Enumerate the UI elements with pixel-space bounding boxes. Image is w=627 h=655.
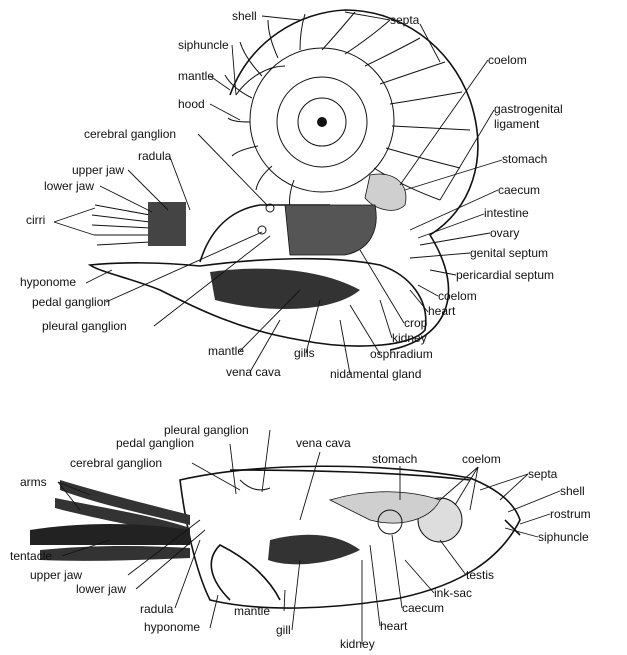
label-crop: crop (404, 316, 428, 330)
cirri-tentacles (91, 204, 151, 246)
label-coelom-top: coelom (488, 53, 527, 67)
label-upper-jaw-bottom: upper jaw (30, 568, 82, 582)
label-shell-bottom: shell (560, 484, 585, 498)
squid-leader-lines (57, 429, 561, 644)
label-siphuncle-bottom: siphuncle (538, 530, 589, 544)
label-arms: arms (20, 475, 47, 489)
nautilus-leader-lines (53, 11, 503, 375)
label-gastrogenital: gastrogenital (494, 102, 563, 116)
label-caecum-top: caecum (498, 183, 540, 197)
label-cerebral-ganglion-top: cerebral ganglion (84, 127, 176, 141)
pedal-ganglion-dot (257, 225, 267, 235)
label-kidney-bottom: kidney (340, 637, 375, 651)
label-stomach-bottom: stomach (372, 452, 417, 466)
shell-whorl-inner (297, 97, 347, 147)
label-ligament: ligament (494, 117, 540, 131)
label-stomach-top: stomach (502, 152, 547, 166)
label-lower-jaw-bottom: lower jaw (76, 582, 126, 596)
label-cerebral-ganglion-bottom: cerebral ganglion (70, 456, 162, 470)
label-lower-jaw-top: lower jaw (44, 179, 94, 193)
gills-organ (210, 268, 360, 310)
squid-body-outline (179, 465, 521, 609)
label-upper-jaw-top: upper jaw (72, 163, 124, 177)
label-pedal-ganglion-top: pedal ganglion (32, 295, 110, 309)
label-septa: septa (390, 13, 420, 27)
label-genital-septum: genital septum (470, 246, 548, 260)
label-gill-bottom: gill (276, 623, 291, 637)
label-radula-bottom: radula (140, 602, 174, 616)
label-pedal-ganglion-bottom: pedal ganglion (116, 436, 194, 450)
cerebral-ganglion-dot (265, 203, 275, 213)
stomach-region (364, 173, 407, 211)
label-hood: hood (178, 97, 205, 111)
label-heart-bottom: heart (380, 619, 408, 633)
squid-rostrum (504, 519, 521, 536)
label-siphuncle: siphuncle (178, 38, 229, 52)
siphuncle-tube (235, 65, 286, 96)
crop-organ (284, 204, 377, 256)
squid-caecum (377, 509, 403, 535)
nautilus-diagram (87, 9, 479, 351)
label-vena-cava-top: vena cava (226, 365, 281, 379)
shell-umbilicus (317, 117, 327, 127)
label-coelom-bottom: coelom (462, 452, 501, 466)
label-ovary: ovary (490, 226, 519, 240)
label-gills: gills (294, 346, 315, 360)
label-rostrum: rostrum (550, 507, 591, 521)
label-cirri: cirri (26, 213, 45, 227)
label-coelom-mid: coelom (438, 289, 477, 303)
label-caecum-bottom: caecum (402, 601, 444, 615)
label-septa-bottom: septa (528, 467, 558, 481)
mantle-edge (199, 204, 330, 263)
label-testis: testis (466, 568, 494, 582)
label-nidamental-gland: nidamental gland (330, 367, 421, 381)
label-heart-top: heart (428, 304, 456, 318)
squid-arms (30, 480, 190, 561)
label-mantle-top: mantle (178, 69, 214, 83)
label-shell: shell (232, 9, 257, 23)
nautilus-body-outline (87, 257, 427, 347)
label-radula-top: radula (138, 149, 172, 163)
squid-ganglia (239, 479, 271, 491)
shell-whorl-outer (249, 47, 395, 193)
label-hyponome-bottom: hyponome (144, 620, 200, 634)
label-pericardial-septum: pericardial septum (456, 268, 554, 282)
shell-whorl-middle (276, 76, 368, 168)
label-hyponome-top: hyponome (20, 275, 76, 289)
squid-hyponome (210, 544, 281, 601)
label-mantle-bottom: mantle (234, 604, 270, 618)
nautilus-labels: shell septa siphuncle coelom mantle hood… (20, 9, 563, 381)
squid-dorsal-line (229, 469, 471, 481)
squid-diagram (30, 465, 521, 609)
shell-septa-lines (224, 11, 471, 209)
label-tentacle: tentacle (10, 549, 52, 563)
squid-gill (268, 534, 360, 565)
label-ink-sac: ink-sac (434, 586, 472, 600)
label-kidney-top: kidney (392, 331, 427, 345)
squid-labels: pleural ganglion pedal ganglion vena cav… (10, 423, 591, 651)
label-pleural-ganglion-bottom: pleural ganglion (164, 423, 249, 437)
label-intestine: intestine (484, 206, 529, 220)
label-mantle-lower: mantle (208, 344, 244, 358)
label-osphradium: osphradium (370, 347, 433, 361)
label-vena-cava-bottom: vena cava (296, 436, 351, 450)
nautilus-shell-outline (229, 9, 479, 351)
label-pleural-ganglion-top: pleural ganglion (42, 319, 127, 333)
